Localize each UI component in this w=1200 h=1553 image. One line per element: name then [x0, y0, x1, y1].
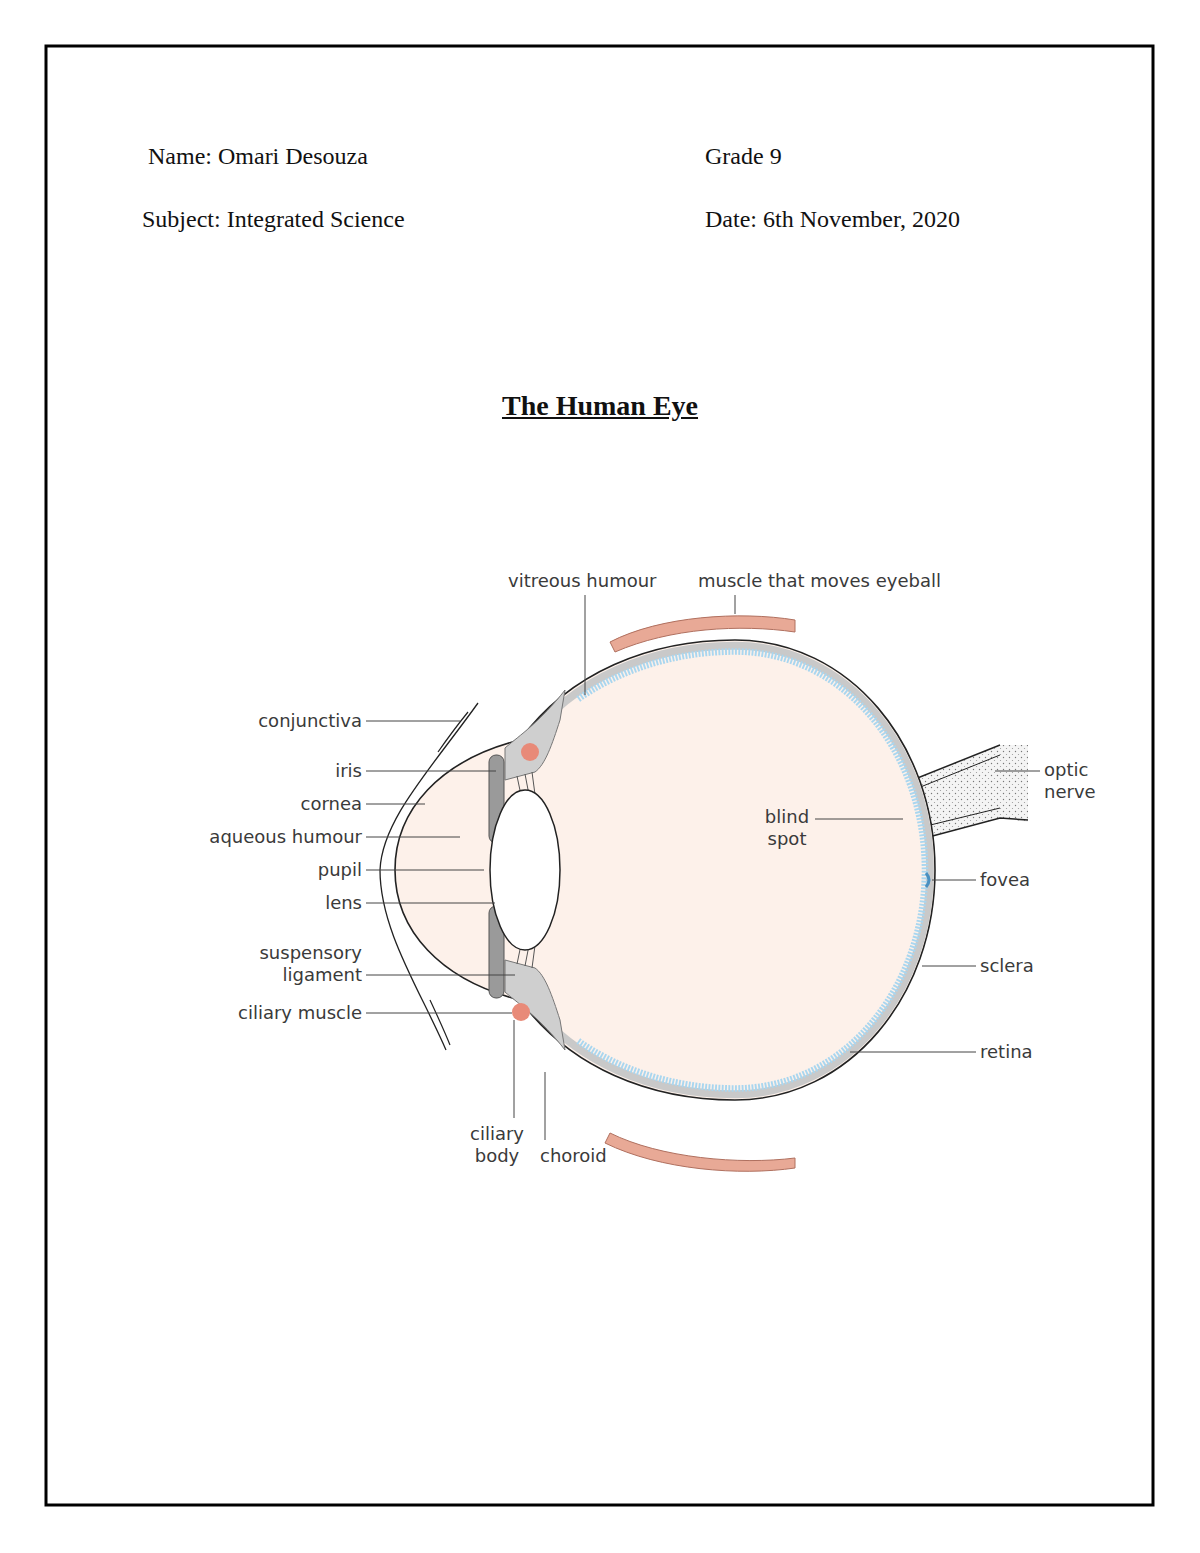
part-label: cornea: [300, 793, 362, 815]
conjunctiva-line: [380, 703, 478, 1050]
part-label: ciliary muscle: [238, 1002, 362, 1024]
part-label: ciliary body: [462, 1123, 532, 1167]
part-label: blind spot: [756, 806, 818, 850]
eye-muscle: [605, 1133, 795, 1171]
part-label: aqueous humour: [209, 826, 362, 848]
part-label: pupil: [318, 859, 362, 881]
part-label: conjunctiva: [258, 710, 362, 732]
part-label: choroid: [540, 1145, 607, 1167]
part-label: suspensory ligament: [250, 942, 362, 986]
date-field: Date: 6th November, 2020: [705, 206, 960, 233]
page-border: [46, 46, 1153, 1505]
grade-field: Grade 9: [705, 143, 782, 170]
ciliary-body: [505, 690, 565, 780]
choroid-layer: [525, 646, 930, 1095]
page-title: The Human Eye: [502, 390, 698, 422]
lens: [490, 790, 560, 950]
part-label: retina: [980, 1041, 1033, 1063]
subject-field: Subject: Integrated Science: [142, 206, 405, 233]
part-label: iris: [335, 760, 362, 782]
fovea-pit: [926, 873, 929, 887]
retina-layer: [578, 652, 925, 1089]
part-label: vitreous humour: [508, 570, 656, 592]
part-label: fovea: [980, 869, 1030, 891]
part-label: muscle that moves eyeball: [698, 570, 941, 592]
part-label: sclera: [980, 955, 1034, 977]
ciliary-muscle: [512, 1003, 530, 1021]
name-field: Name: Omari Desouza: [148, 143, 368, 170]
part-label: optic nerve: [1044, 759, 1108, 803]
leader-lines: [366, 595, 1040, 1140]
ciliary-muscle: [521, 743, 539, 761]
part-label: lens: [325, 892, 362, 914]
